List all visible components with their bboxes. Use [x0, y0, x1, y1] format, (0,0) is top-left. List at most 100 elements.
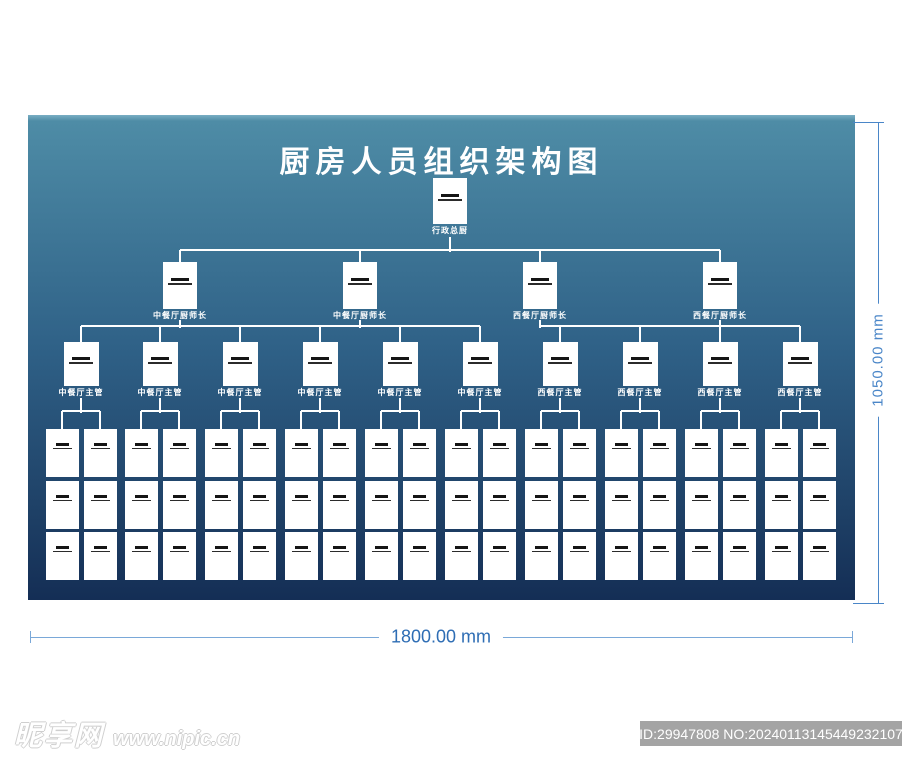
name-placeholder-mark — [765, 442, 798, 449]
mark-dash — [214, 545, 228, 549]
mark-dash — [214, 494, 228, 498]
mark-dash — [412, 442, 426, 446]
connector-line — [780, 411, 782, 431]
mark-line — [628, 361, 652, 364]
mark-dash — [332, 494, 346, 498]
mark-line — [90, 447, 110, 449]
connector-line — [719, 250, 721, 264]
mark-dash — [441, 193, 459, 197]
mark-line — [531, 499, 551, 501]
mark-line — [489, 499, 509, 501]
mark-line — [291, 447, 311, 449]
connector-line — [178, 411, 180, 431]
mark-dash — [652, 442, 666, 446]
name-placeholder-mark — [125, 442, 158, 449]
mark-line — [409, 499, 429, 501]
org-supervisor-label: 中餐厅主管 — [377, 388, 423, 397]
mark-line — [771, 550, 791, 552]
org-staff-node — [524, 532, 558, 580]
name-placeholder-mark — [543, 356, 578, 364]
mark-dash — [332, 545, 346, 549]
org-staff-node — [802, 481, 836, 529]
mark-dash — [774, 545, 788, 549]
org-staff-node — [204, 429, 238, 477]
name-placeholder-mark — [523, 277, 557, 285]
connector-line — [359, 250, 361, 264]
org-supervisor-node — [302, 342, 338, 386]
mark-dash — [711, 356, 729, 360]
org-root-label: 行政总厨 — [432, 226, 468, 235]
name-placeholder-mark — [685, 494, 718, 501]
mark-line — [211, 499, 231, 501]
org-supervisor-node — [63, 342, 99, 386]
mark-dash — [454, 494, 468, 498]
connector-line — [449, 237, 451, 252]
org-chef-label: 西餐厅厨师长 — [513, 311, 567, 320]
org-supervisor-node — [542, 342, 578, 386]
mark-dash — [471, 356, 489, 360]
mark-line — [131, 499, 151, 501]
org-supervisor-node — [462, 342, 498, 386]
mark-dash — [492, 494, 506, 498]
mark-dash — [652, 545, 666, 549]
mark-dash — [214, 442, 228, 446]
mark-line — [249, 550, 269, 552]
mark-line — [131, 447, 151, 449]
mark-dash — [172, 494, 186, 498]
org-staff-node — [124, 532, 158, 580]
mark-line — [729, 550, 749, 552]
site-url-watermark: www.nipic.cn — [113, 728, 241, 750]
mark-dash — [55, 545, 69, 549]
connector-line — [62, 410, 100, 412]
name-placeholder-mark — [483, 442, 516, 449]
org-staff-node — [242, 481, 276, 529]
name-placeholder-mark — [243, 545, 276, 552]
name-placeholder-mark — [433, 193, 467, 201]
name-placeholder-mark — [163, 494, 196, 501]
name-placeholder-mark — [563, 545, 596, 552]
mark-line — [451, 550, 471, 552]
name-placeholder-mark — [343, 277, 377, 285]
mark-dash — [492, 545, 506, 549]
org-staff-node — [562, 532, 596, 580]
mark-line — [451, 447, 471, 449]
org-staff-node — [322, 429, 356, 477]
mark-dash — [531, 277, 549, 281]
name-placeholder-mark — [323, 442, 356, 449]
name-placeholder-mark — [125, 494, 158, 501]
org-staff-node — [364, 532, 398, 580]
mark-line — [489, 550, 509, 552]
mark-line — [409, 447, 429, 449]
mark-dash — [812, 442, 826, 446]
connector-line — [359, 320, 361, 328]
mark-dash — [454, 442, 468, 446]
org-staff-node — [284, 532, 318, 580]
mark-dash — [252, 494, 266, 498]
name-placeholder-mark — [525, 442, 558, 449]
name-placeholder-mark — [403, 442, 436, 449]
connector-line — [460, 411, 462, 431]
connector-line — [639, 398, 641, 413]
name-placeholder-mark — [623, 356, 658, 364]
org-chef-label: 中餐厅厨师长 — [153, 311, 207, 320]
name-placeholder-mark — [723, 442, 756, 449]
mark-line — [611, 499, 631, 501]
mark-dash — [614, 442, 628, 446]
org-chef-node — [343, 262, 377, 309]
name-placeholder-mark — [285, 545, 318, 552]
org-root-node — [433, 178, 467, 224]
org-staff-node — [364, 429, 398, 477]
mark-dash — [72, 356, 90, 360]
name-placeholder-mark — [445, 494, 478, 501]
mark-dash — [614, 494, 628, 498]
mark-line — [649, 550, 669, 552]
connector-line — [799, 398, 801, 413]
name-placeholder-mark — [803, 545, 836, 552]
image-id-bar: ID:29947808 NO:20240113145449232107 — [639, 721, 903, 746]
org-staff-node — [162, 429, 196, 477]
mark-line — [528, 282, 552, 285]
mark-line — [788, 361, 812, 364]
mark-line — [409, 550, 429, 552]
name-placeholder-mark — [723, 494, 756, 501]
